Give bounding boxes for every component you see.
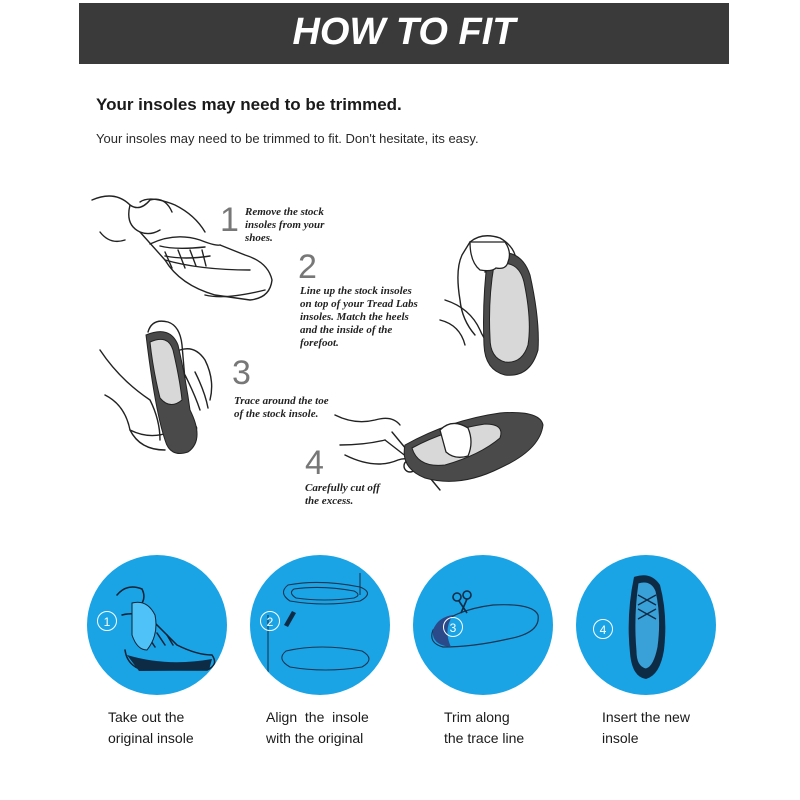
step-badge: 1 (97, 611, 117, 631)
remove-insole-illustration (91, 195, 273, 301)
scissors-trim-icon (431, 590, 539, 648)
step-badge: 3 (443, 617, 463, 637)
section-subheading: Your insoles may need to be trimmed to f… (96, 131, 479, 146)
step-circle: 4 (576, 555, 716, 695)
step-badge: 2 (260, 611, 280, 631)
step-number: 2 (298, 248, 317, 286)
step-number: 3 (232, 354, 251, 392)
step-circle: 1 (87, 555, 227, 695)
page-title: HOW TO FIT (292, 11, 516, 53)
step-badge: 4 (593, 619, 613, 639)
step-circle: 2 (250, 555, 390, 695)
step-circle: 3 (413, 555, 553, 695)
shoe-insole-remove-icon (116, 586, 216, 671)
shoe-insert-icon (628, 575, 666, 679)
step-number: 1 (220, 201, 239, 239)
title-banner: HOW TO FIT (79, 3, 729, 64)
step-number: 4 (305, 444, 324, 482)
trace-insole-illustration (99, 320, 213, 451)
section-heading: Your insoles may need to be trimmed. (96, 95, 402, 114)
